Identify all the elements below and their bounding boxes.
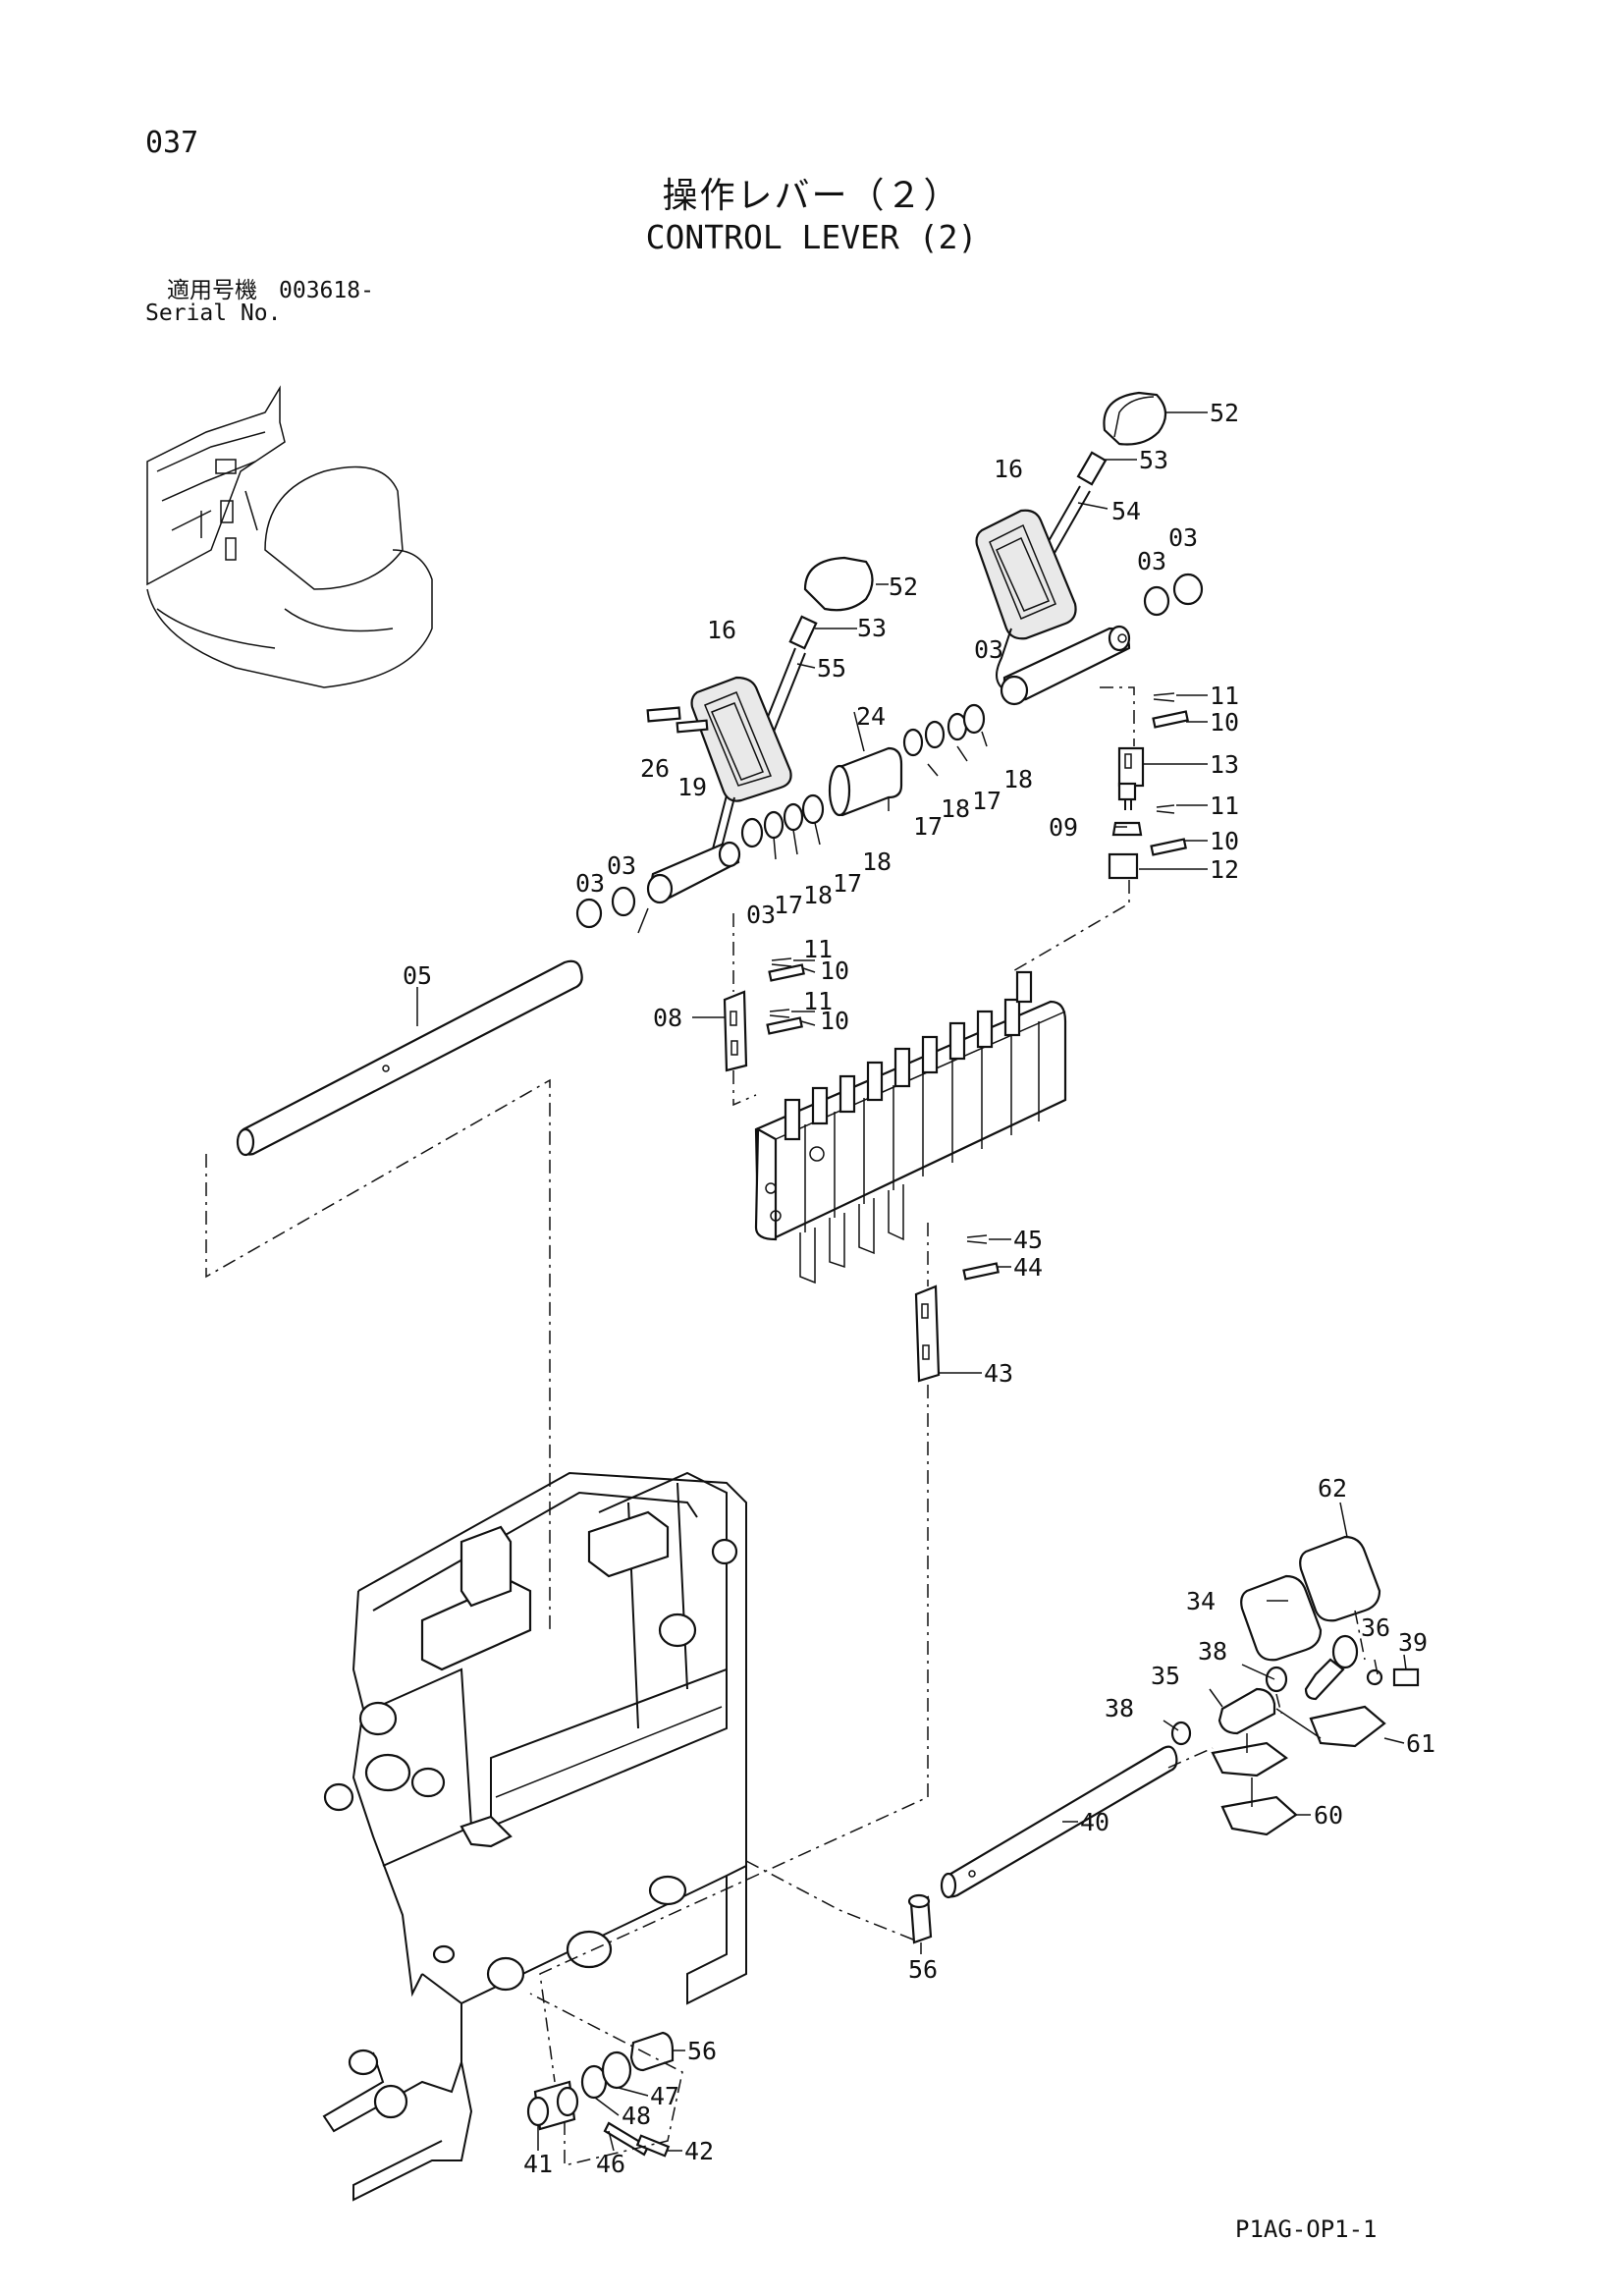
bracket-43	[914, 1234, 1000, 1383]
right-lever-assembly	[975, 391, 1204, 706]
callout-62: 62	[1318, 1474, 1347, 1503]
callout-35: 35	[1151, 1662, 1180, 1690]
page-title-en: CONTROL LEVER (2)	[645, 218, 978, 256]
serial-label-en: Serial No.	[145, 301, 282, 326]
callout-13: 13	[1210, 750, 1239, 779]
callout-17c: 17	[833, 869, 862, 898]
assembly-guide-lines	[205, 686, 1366, 2166]
callout-03d: 03	[575, 869, 605, 898]
callout-17b: 17	[972, 787, 1001, 815]
callout-60: 60	[1314, 1801, 1343, 1830]
callout-05: 05	[403, 961, 432, 990]
callout-18c: 18	[862, 847, 892, 876]
callout-leaders	[416, 411, 1407, 2152]
callout-44: 44	[1013, 1253, 1043, 1282]
seat-overview-inset	[146, 385, 433, 688]
callout-34: 34	[1186, 1587, 1216, 1615]
callout-18a: 18	[941, 794, 970, 823]
callout-55: 55	[817, 654, 846, 683]
callout-40: 40	[1080, 1808, 1109, 1836]
callout-16a: 16	[994, 455, 1023, 483]
control-valve	[754, 970, 1067, 1285]
page-title-jp: 操作レバー（２）	[662, 176, 961, 216]
callout-11d: 11	[803, 987, 833, 1015]
callout-03f: 03	[746, 901, 776, 929]
callout-26: 26	[640, 754, 670, 783]
serial-code: 003618-	[279, 278, 374, 303]
callout-10a: 10	[1210, 708, 1239, 737]
callout-10d: 10	[820, 1007, 849, 1035]
callout-03c: 03	[974, 635, 1003, 664]
callout-38b: 38	[1105, 1694, 1134, 1722]
callout-45: 45	[1013, 1226, 1043, 1254]
callout-36: 36	[1361, 1613, 1390, 1642]
callout-09: 09	[1049, 813, 1078, 842]
callout-56b: 56	[687, 2037, 717, 2065]
callout-48: 48	[622, 2102, 651, 2130]
callout-43: 43	[984, 1359, 1013, 1388]
callout-19: 19	[677, 773, 707, 801]
shaft-05	[236, 959, 583, 1157]
callout-11b: 11	[1210, 792, 1239, 820]
callout-47: 47	[650, 2082, 679, 2110]
callout-08: 08	[653, 1004, 682, 1032]
callout-10c: 10	[820, 957, 849, 985]
callout-24: 24	[856, 702, 886, 731]
callout-12: 12	[1210, 855, 1239, 884]
console-frame	[322, 1471, 747, 2202]
callout-54: 54	[1111, 497, 1141, 525]
callout-03a: 03	[1137, 547, 1166, 575]
callout-16b: 16	[707, 616, 736, 644]
callout-53b: 53	[857, 614, 887, 642]
travel-pedal-assembly	[1170, 1535, 1420, 1836]
callout-42: 42	[684, 2137, 714, 2165]
shaft-40	[940, 1745, 1178, 1899]
callout-56a: 56	[908, 1955, 938, 1984]
callout-11a: 11	[1210, 682, 1239, 710]
bottom-linkage	[526, 2031, 675, 2158]
bracket-08	[723, 957, 805, 1072]
callout-41: 41	[523, 2150, 553, 2178]
callout-38a: 38	[1198, 1637, 1227, 1666]
callout-17d: 17	[774, 891, 803, 919]
callout-52b: 52	[889, 573, 918, 601]
callout-17a: 17	[913, 812, 943, 841]
callout-46: 46	[596, 2150, 625, 2178]
left-lever-assembly	[575, 556, 874, 929]
callout-10b: 10	[1210, 827, 1239, 855]
right-linkage	[1108, 692, 1189, 880]
callout-labels: 52 53 54 16 03 03 52 53 16 55 03 11 10 2…	[403, 399, 1435, 2178]
document-code: P1AG-OP1-1	[1235, 2215, 1378, 2243]
callout-03b: 03	[1168, 523, 1198, 552]
callout-53a: 53	[1139, 446, 1168, 474]
callout-52a: 52	[1210, 399, 1239, 427]
callout-18b: 18	[1003, 765, 1033, 793]
callout-03e: 03	[607, 851, 636, 880]
callout-11c: 11	[803, 935, 833, 963]
callout-61: 61	[1406, 1729, 1435, 1758]
page-number: 037	[145, 126, 199, 160]
bushing-56-center	[907, 1893, 933, 1944]
callout-39: 39	[1398, 1628, 1428, 1657]
callout-18d: 18	[803, 881, 833, 909]
